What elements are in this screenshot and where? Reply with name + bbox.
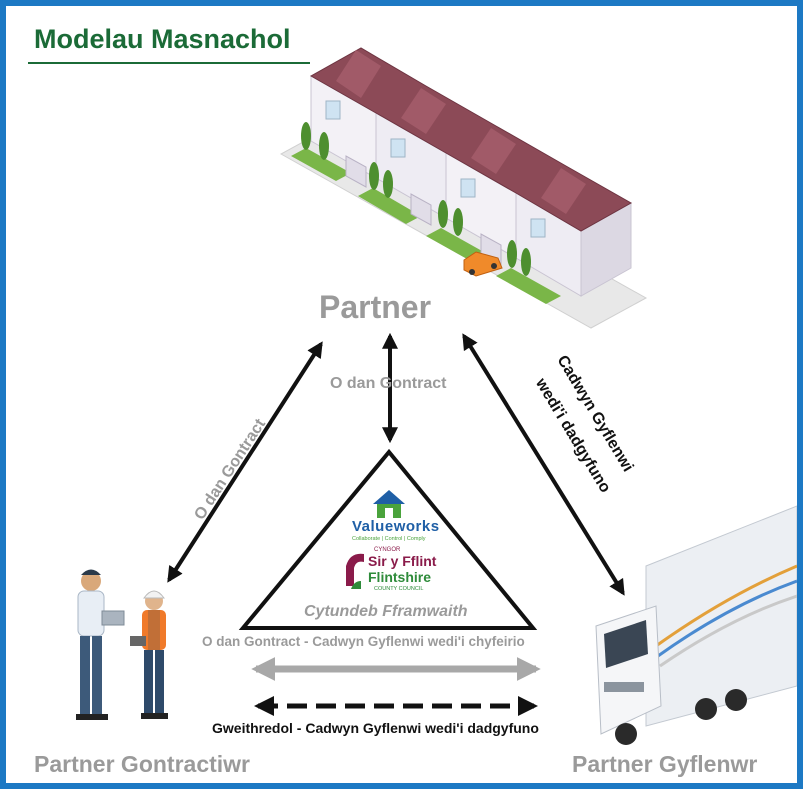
node-partner-supplier: Partner Gyflenwr (572, 751, 758, 777)
flintshire-small-label: CYNGOR (374, 547, 401, 553)
flintshire-sub-label: COUNTY COUNCIL (374, 586, 424, 592)
arrow-partner-supplier (462, 333, 625, 596)
label-bottom-black: Gweithredol - Cadwyn Gyflenwi wedi'i dad… (212, 720, 539, 736)
label-left-diagonal: O dan Gontract (191, 416, 269, 523)
flintshire-crest-icon (346, 553, 364, 589)
flintshire-english-name: Flintshire (368, 569, 432, 585)
node-partner-contractor: Partner Gontractiwr (34, 751, 250, 777)
title-underline (28, 62, 310, 64)
diagram-title: Modelau Masnachol (34, 24, 291, 54)
valueworks-logo-icon (373, 490, 405, 518)
workers-illustration (76, 569, 168, 720)
flintshire-welsh-name: Sir y Fflint (368, 553, 437, 569)
label-top-center: O dan Gontract (330, 375, 447, 392)
label-bottom-grey: O dan Gontract - Cadwyn Gyflenwi wedi'i … (202, 634, 525, 649)
diagram-canvas: O dan Gontract Cadwyn Gyflenwi wedi'i da… (76, 47, 797, 745)
node-partner: Partner (319, 289, 432, 325)
framework-label: Cytundeb Fframwaith (304, 603, 468, 620)
houses-illustration (279, 47, 648, 329)
arrow-partner-contractor (167, 341, 323, 583)
truck-illustration (595, 505, 797, 745)
valueworks-logo-text: Valueworks (352, 518, 440, 535)
valueworks-tagline: Collaborate | Control | Comply (352, 536, 426, 542)
